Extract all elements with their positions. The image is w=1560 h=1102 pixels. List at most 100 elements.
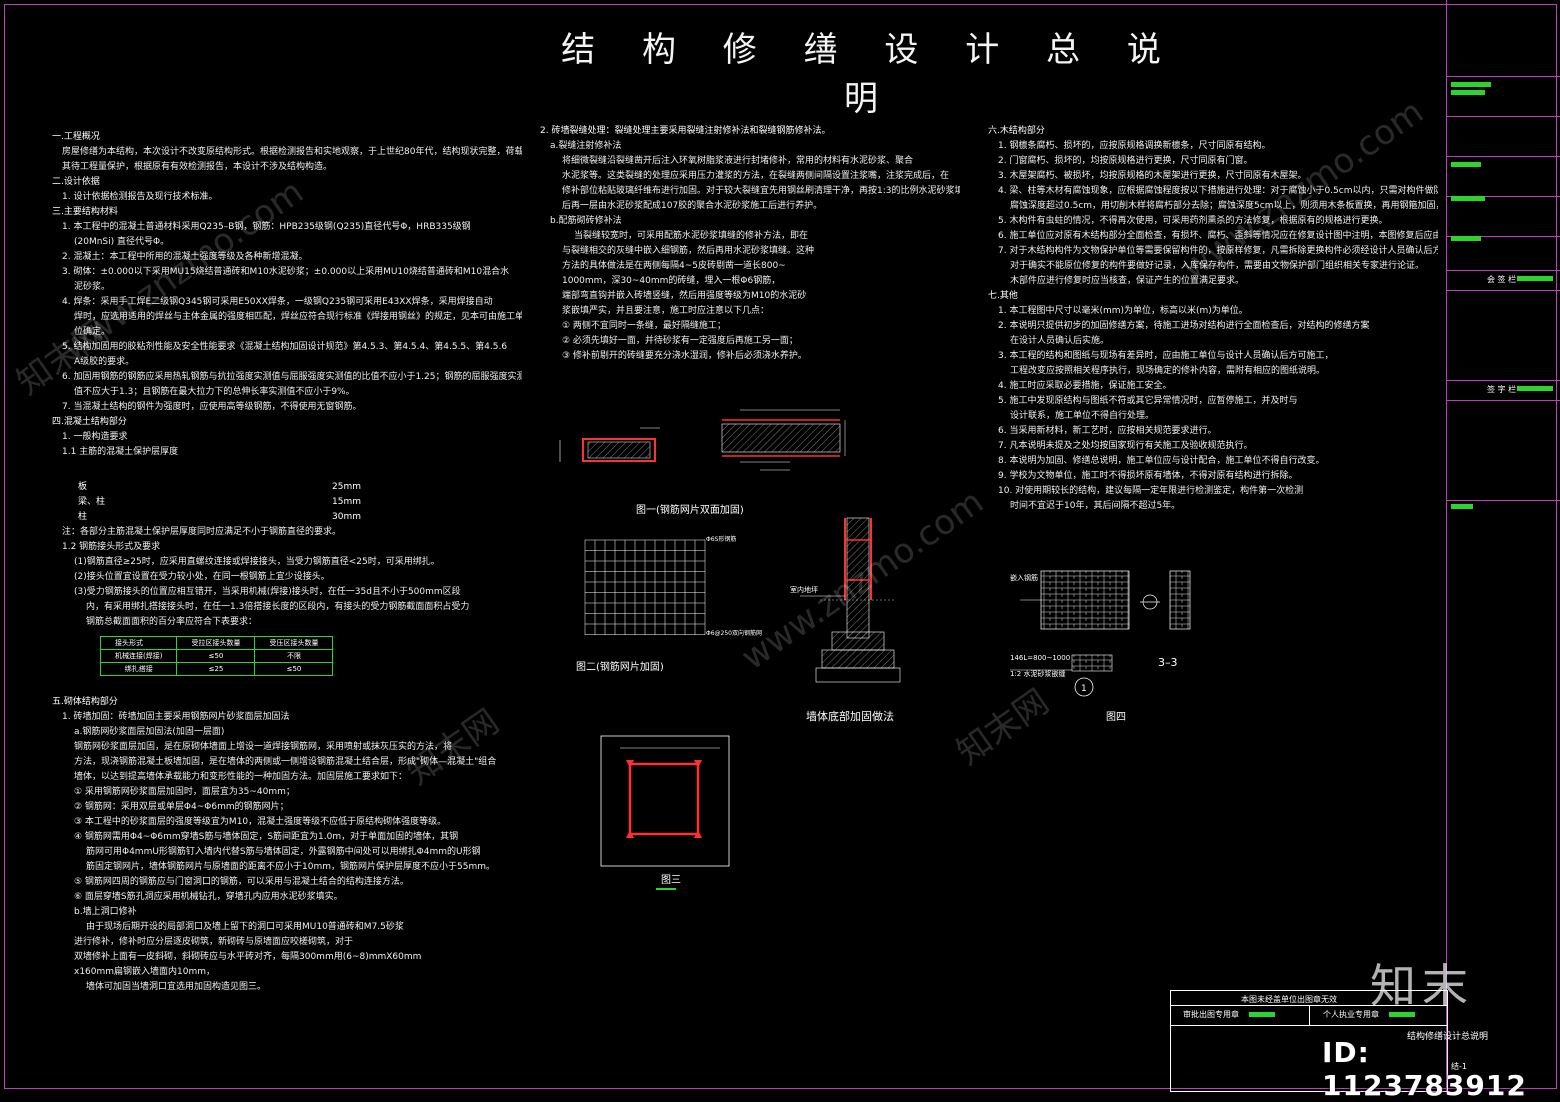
col1-line: 泥砂浆。 bbox=[74, 282, 111, 292]
cover-row: 板 25mm bbox=[64, 480, 364, 495]
col2-line: 当裂缝较宽时，可采用配筋水泥砂浆填缝的修补方法，即在 bbox=[574, 231, 809, 241]
col1c-line: ① 采用钢筋网砂浆面层加固时，面层宜为35~40mm； bbox=[74, 787, 295, 797]
col3-line: 5. 木构件有虫蛀的情况，不得再次使用，可采用药剂熏杀的方法修复，根据原有的规格… bbox=[998, 216, 1388, 226]
col1-line: 1. 设计依据检测报告及现行技术标准。 bbox=[62, 192, 218, 202]
col3-line: 6. 施工单位应对原有木结构部分全面检查，有损坏、腐朽、歪斜等情况应在修复设计图… bbox=[998, 231, 1438, 241]
fig1-left-section bbox=[559, 427, 660, 462]
col3-line: 对于确实不能原位修复的构件要做好记录，入库保存构件，需要由文物保护部门组织相关专… bbox=[1010, 261, 1425, 271]
joint-table-cell: 绑扎搭接 bbox=[99, 662, 178, 676]
col2-line: 后再一层由水泥砂浆配成107胶的聚合水泥砂浆施工后进行养护。 bbox=[562, 201, 823, 211]
section-3-3: 3–3 bbox=[1158, 656, 1178, 669]
col1c-line: 进行修补，修补时应分层逐皮砌筑，新砌砖与原墙面应咬槎砌筑，对于 bbox=[74, 937, 354, 947]
mesh-note: Φ6@250双向钢筋网 bbox=[706, 629, 762, 637]
col2-line: b.配筋砌砖修补法 bbox=[550, 216, 622, 226]
right-title-strip: 会 签 栏 签 字 栏 bbox=[1446, 0, 1560, 1091]
col2-line: ① 两侧不宜同时一条缝，最好隔缝施工； bbox=[562, 321, 726, 331]
col3-line: 六.木结构部分 bbox=[988, 126, 1045, 136]
col3-line: 木部件应进行修复时应当核查，保证产生的位置满足要求。 bbox=[1010, 276, 1245, 286]
cover-member: 梁、柱 bbox=[78, 497, 106, 507]
col3-line: 腐蚀深度超过0.5cm，用切削木样将腐朽部分去除；腐蚀深度5cm以上，则须用木条… bbox=[1010, 201, 1438, 211]
col1c-line: 由于现场后期开设的局部洞口及墙上留下的洞口可采用MU10普通砖和M7.5砂浆 bbox=[86, 922, 404, 932]
approval-stamp-label: 审批出图专用章 bbox=[1183, 1010, 1239, 1019]
col1b-line: 钢筋总截面面积的百分率应符合下表要求： bbox=[86, 617, 258, 627]
col3-line: 1. 本工程图中尺寸以毫米(mm)为单位，标高以米(m)为单位。 bbox=[998, 306, 1248, 316]
sign2-label: 签 字 栏 bbox=[1487, 385, 1517, 394]
col1-line: 焊时，应选用适用的焊丝与主体金属的强度相匹配，焊丝应符合现行标准《焊接用钢丝》的… bbox=[74, 312, 522, 322]
col2-line: 将细微裂缝沿裂缝凿开后注入环氧树脂浆液进行封堵修补，常用的材料有水泥砂浆、聚合 bbox=[562, 156, 914, 166]
fig1-right-section bbox=[721, 409, 846, 471]
joint-table-cell: ≤50 bbox=[254, 662, 334, 676]
col3-line: 5. 施工中发现原结构与图纸不符或其它异常情况时，应暂停施工，并及时与 bbox=[998, 396, 1298, 406]
col1-line: 2. 混凝土：本工程中所用的混凝土强度等级及各种新增混凝。 bbox=[62, 252, 308, 262]
col3-line: 1. 钢檩条腐朽、损坏的，应按原规格调换新檩条，尺寸同原有结构。 bbox=[998, 141, 1271, 151]
id-tag: ID: 1123783912 bbox=[1322, 1036, 1527, 1102]
fig3-opening bbox=[600, 735, 730, 867]
col3-line: 设计联系，施工单位不得自行处理。 bbox=[1010, 411, 1155, 421]
col2-line: 浆嵌填严实，并且要注意，施工时应注意以下几点： bbox=[562, 306, 770, 316]
col1-line: 7. 当混凝土结构的钢件为强度时，应使用高等级钢筋，不得使用无窗钢筋。 bbox=[62, 402, 362, 412]
wall-base-detail bbox=[800, 517, 901, 683]
col1b-line: (3)受力钢筋接头的位置应相互错开，当采用机械(焊接)接头时，在任一35d且不小… bbox=[74, 587, 461, 597]
col2-line: 2. 砖墙裂缝处理：裂缝处理主要采用裂缝注射修补法和裂缝钢筋修补法。 bbox=[540, 126, 831, 136]
drawing-title: 结 构 修 缮 设 计 总 说 明 bbox=[561, 30, 1179, 119]
col2-line: 修补部位粘贴玻璃纤维布进行加固。对于较大裂缝宜先用钢丝刷清理干净，再按1:3的比… bbox=[562, 186, 960, 196]
col3-line: 2. 本说明只提供初步的加固修缮方案，待施工进场对结构进行全面检查后，对结构的修… bbox=[998, 321, 1370, 331]
col1c-line: b.墙上洞口修补 bbox=[74, 907, 137, 917]
col1-line: (20MnSi) 直径代号Φ。 bbox=[74, 237, 170, 247]
col2-line: ③ 修补前剔开的砖缝要充分浇水湿润，修补后必须浇水养护。 bbox=[562, 351, 807, 361]
col1c-line: ② 钢筋网：采用双层或单层Φ4~Φ6mm的钢筋网片； bbox=[74, 802, 289, 812]
col3-line: 7. 凡本说明未提及之处均按国家现行有关施工及验收规范执行。 bbox=[998, 441, 1253, 451]
cover-value: 15mm bbox=[332, 497, 361, 507]
cover-value: 25mm bbox=[332, 482, 361, 492]
fig2-mesh bbox=[584, 539, 706, 635]
cover-row: 柱 30mm bbox=[64, 510, 364, 525]
col1-line: 1.1 主筋的混凝土保护层厚度 bbox=[62, 447, 179, 457]
sheet-number: 结-1 bbox=[1451, 1062, 1467, 1071]
col1c-line: 五.砌体结构部分 bbox=[52, 697, 118, 707]
col3-line: 10. 对使用期较长的结构，建议每隔一定年限进行检测鉴定，构件第一次检测 bbox=[998, 486, 1304, 496]
col3-line: 3. 本工程的结构和图纸与现场有差异时，应由施工单位与设计人员确认后方可施工， bbox=[998, 351, 1334, 361]
cover-member: 柱 bbox=[78, 512, 88, 522]
col1-line: 值不应大于1.3；且钢筋在最大拉力下的总伸长率实测值不应小于9%。 bbox=[74, 387, 355, 397]
col3-line: 工程改变应按照相关程序执行，现场确定的修补内容，需附有相应的图纸说明。 bbox=[1010, 366, 1326, 376]
col1c-line: ⑥ 面层穿墙S筋孔洞应采用机械钻孔，穿墙孔内应用水泥砂浆填实。 bbox=[74, 892, 343, 902]
col1c-line: a.钢筋网砂浆面层加固法(加固一层面) bbox=[74, 727, 225, 737]
notes-column-1c: 五.砌体结构部分 1. 砖墙加固：砖墙加固主要采用钢筋网片砂浆面层加固法 a.钢筋网… bbox=[52, 695, 522, 995]
col3-line: 2. 门窗腐朽、损坏的，均按原规格进行更换，尺寸同原有门窗。 bbox=[998, 156, 1253, 166]
col1c-line: 双墙修补上面有一皮斜砌，斜砌砖应与水平砖对齐，每隔300mm用(6~8)mmX6… bbox=[74, 952, 422, 962]
col3-line: 9. 学校为文物单位，施工时不得损坏原有墙体，不得对原有结构进行拆除。 bbox=[998, 471, 1298, 481]
col1-line: 位确定。 bbox=[74, 327, 111, 337]
notes-column-1b: 注：各部分主筋混凝土保护层厚度同时应满足不小于钢筋直径的要求。1.2 钢筋接头形… bbox=[52, 525, 522, 630]
col1c-line: ④ 钢筋网需用Φ4~Φ6mm穿墙S筋与墙体固定，S筋间距宜为1.0m，对于单面加… bbox=[74, 832, 459, 842]
col1c-line: 1. 砖墙加固：砖墙加固主要采用钢筋网片砂浆面层加固法 bbox=[62, 712, 290, 722]
col3-line: 8. 本说明为加固、修缮总说明，施工单位应与设计配合，施工单位不得自行改变。 bbox=[998, 456, 1325, 466]
col2-line: 与裂缝相交的灰缝中嵌入细钢筋，然后再用水泥砂浆填缝。这种 bbox=[562, 246, 815, 256]
title-block-note: 本图未经盖单位出图章无效 bbox=[1241, 995, 1337, 1004]
col1-line: A级胶的要求。 bbox=[74, 357, 135, 367]
s-bar-note: Φ6S形钢筋 bbox=[706, 535, 736, 543]
col1b-line: (1)钢筋直径≥25时，应采用直螺纹连接或焊接接头，当受力钢筋直径<25时，可采… bbox=[74, 557, 440, 567]
col3-line: 4. 梁、柱等木材有腐蚀现象，应根据腐蚀程度按以下措施进行处理：对于腐蚀小于0.… bbox=[998, 186, 1438, 196]
brand-logo: 知末 bbox=[1370, 959, 1474, 1013]
cover-member: 板 bbox=[78, 482, 88, 492]
col3-line: 6. 当采用新材料，新工艺时，应按相关规范要求进行。 bbox=[998, 426, 1217, 436]
col1b-line: 内，有采用绑扎搭接接头时，在任一1.3倍搭接长度的区段内，有接头的受力钢筋截面面… bbox=[86, 602, 470, 612]
cover-value: 30mm bbox=[332, 512, 361, 522]
col1-line: 5. 结构加固用的胶粘剂性能及安全性能要求《混凝土结构加固设计规范》第4.5.3… bbox=[62, 342, 508, 352]
col1-line: 房屋修缮为本结构，本次设计不改变原结构形式。根据检测报告和实地观察，于上世纪80… bbox=[62, 147, 522, 157]
col3-line: 4. 施工时应采取必要措施，保证施工安全。 bbox=[998, 381, 1172, 391]
col1-line: 三.主要结构材料 bbox=[52, 207, 118, 217]
brick-label: 1:2 水泥砂浆嵌缝 bbox=[1010, 669, 1066, 678]
cover-row: 梁、柱 15mm bbox=[64, 495, 364, 510]
notes-column-2: 2. 砖墙裂缝处理：裂缝处理主要采用裂缝注射修补法和裂缝钢筋修补法。a.裂缝注射… bbox=[540, 124, 960, 364]
col1c-line: 方法，现浇钢筋混凝土板墙加固，是在墙体的两侧或一侧增设钢筋混凝土结合层，形成"砌… bbox=[74, 757, 497, 767]
col3-line: 7. 对于木结构构件为文物保护单位等需要保留构件的，按原样修复，凡需拆除更换构件… bbox=[998, 246, 1438, 256]
col3-line: 3. 木屋架腐朽、被损坏，均按原规格的木屋架进行更换，尺寸同原有木屋架。 bbox=[998, 171, 1307, 181]
col2-line: ② 必须先填好一面，并待砂浆有一定强度后再施工另一面； bbox=[562, 336, 798, 346]
wall-base-caption: 墙体底部加固做法 bbox=[806, 709, 894, 723]
cover-thickness-list: 板 25mm 梁、柱 15mm 柱 30mm bbox=[64, 480, 364, 525]
notes-column-1: 一.工程概况房屋修缮为本结构，本次设计不改变原结构形式。根据检测报告和实地观察，… bbox=[52, 130, 522, 460]
